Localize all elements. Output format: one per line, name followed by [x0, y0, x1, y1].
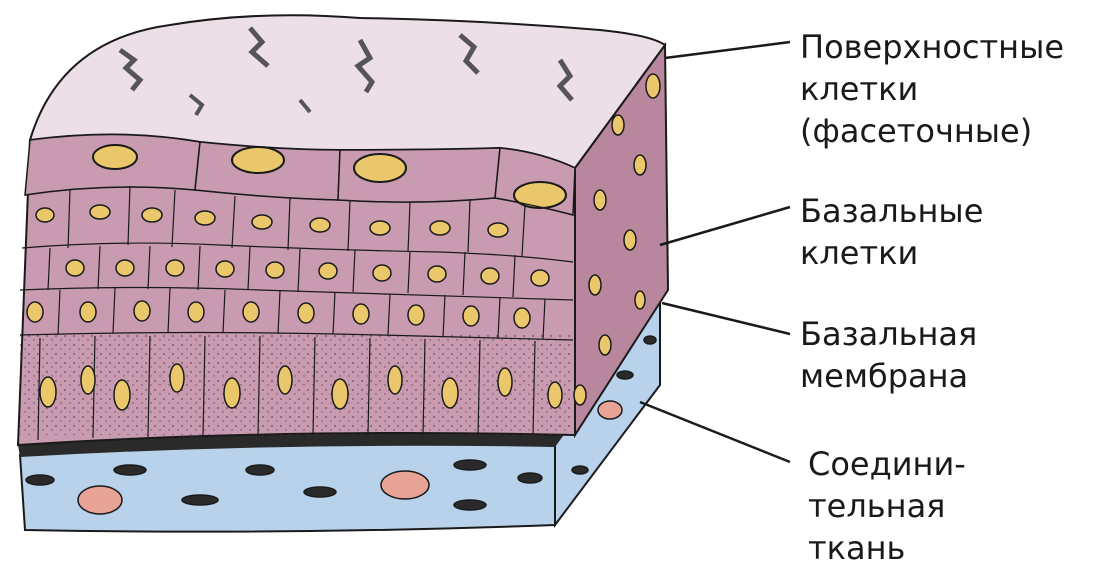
leader-line-basal-membrane: [662, 303, 790, 334]
label-connective-tissue-line3: ткань: [808, 527, 966, 569]
leader-line-basal-cells: [660, 207, 790, 245]
label-basal-membrane-line2: мембрана: [800, 355, 977, 397]
label-connective-tissue-line2: тельная: [808, 485, 966, 527]
label-connective-tissue: Соедини- тельная ткань: [808, 443, 966, 569]
label-basal-cells: Базальные клетки: [800, 190, 983, 274]
leader-line-surface-cells: [665, 42, 790, 58]
label-basal-cells-line1: Базальные: [800, 190, 983, 232]
label-basal-membrane-line1: Базальная: [800, 313, 977, 355]
basal-stipple: [20, 335, 573, 435]
label-surface-cells: Поверхностные клетки (фасеточные): [800, 26, 1064, 152]
leader-line-connective-tissue: [640, 402, 790, 462]
label-basal-cells-line2: клетки: [800, 232, 983, 274]
label-surface-cells-line1: Поверхностные: [800, 26, 1064, 68]
label-connective-tissue-line1: Соедини-: [808, 443, 966, 485]
label-basal-membrane: Базальная мембрана: [800, 313, 977, 397]
label-surface-cells-line2: клетки: [800, 68, 1064, 110]
label-surface-cells-line3: (фасеточные): [800, 110, 1064, 152]
